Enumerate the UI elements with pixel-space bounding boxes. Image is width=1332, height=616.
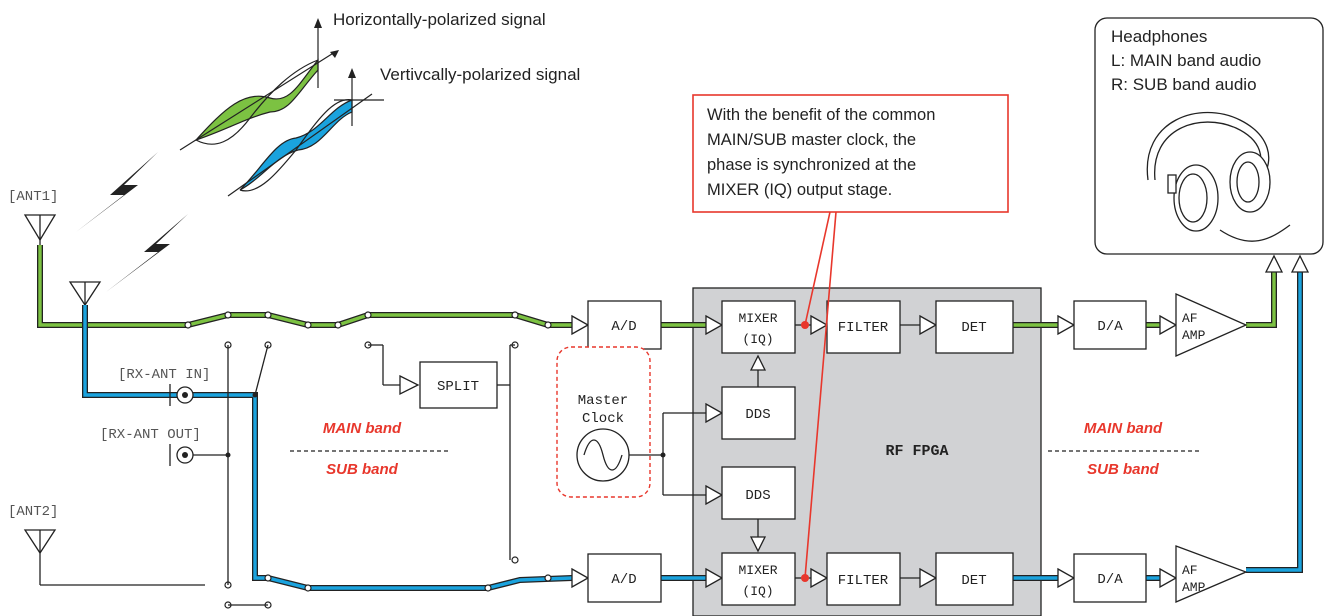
lightning-bolt-icon-2 [106,214,188,292]
rx-ant-out-connector-icon [169,444,228,466]
svg-text:(IQ): (IQ) [742,584,773,599]
svg-text:DET: DET [961,320,986,336]
split-block: SPLIT [399,361,498,409]
svg-text:FILTER: FILTER [838,320,889,336]
output-arrow-sub [1290,254,1310,273]
rx-ant-in-connector-icon [169,384,194,406]
svg-text:SPLIT: SPLIT [437,379,479,395]
switch-contacts [184,311,552,609]
dds-block-sub: DDS [705,466,796,520]
mixer-block-main: MIXER (IQ) [705,300,796,387]
horizontal-signal-label: Horizontally-polarized signal [333,10,546,29]
svg-text:R: SUB band audio: R: SUB band audio [1111,75,1257,94]
ant2-antenna-icon [23,529,205,586]
af-amp-main: AF AMP [1159,293,1248,357]
svg-text:DET: DET [961,573,986,589]
ad-block-main: A/D [571,300,662,350]
svg-text:MIXER: MIXER [738,563,777,578]
output-arrow-main [1264,254,1284,273]
ant1-antenna-icon [23,214,57,245]
rf-fpga-label: RF FPGA [885,443,948,460]
da-block-sub: D/A [1057,553,1147,603]
horizontal-polarized-wave [179,18,339,151]
svg-text:MIXER (IQ) output stage.: MIXER (IQ) output stage. [707,181,892,199]
switch-wires [227,344,515,606]
svg-text:phase is synchronized at the: phase is synchronized at the [707,156,916,174]
lightning-bolt-icon [76,152,158,232]
ant2-label: [ANT2] [8,504,58,520]
svg-text:AF: AF [1182,311,1198,326]
det-block-sub: DET [900,552,1014,606]
svg-text:(IQ): (IQ) [742,332,773,347]
det-block-main: DET [900,300,1014,354]
svg-text:DDS: DDS [745,407,770,423]
svg-text:With the benefit of the common: With the benefit of the common [707,106,935,124]
master-clock-block: Master Clock [556,346,706,498]
dds-block-main: DDS [705,386,796,440]
da-block-main: D/A [1057,300,1147,350]
svg-text:Master: Master [578,393,628,409]
headphones-icon [1146,111,1291,242]
vertical-signal-label: Vertivcally-polarized signal [380,65,580,84]
mixer-block-sub: MIXER (IQ) [705,518,796,606]
phase-sync-callout: With the benefit of the common MAIN/SUB … [692,94,1009,582]
sub-band-label-left: SUB band [326,461,399,478]
svg-text:AMP: AMP [1182,580,1206,595]
svg-text:A/D: A/D [611,319,636,335]
rx-ant-in-label: [RX-ANT IN] [118,367,210,383]
filter-block-sub: FILTER [795,552,901,606]
svg-text:D/A: D/A [1097,319,1123,335]
junction-dot [252,392,258,398]
svg-text:AF: AF [1182,563,1198,578]
main-band-label-right: MAIN band [1084,420,1163,437]
ad-block-sub: A/D [571,553,662,603]
sub-band-label-right: SUB band [1087,461,1160,478]
main-band-label-left: MAIN band [323,420,402,437]
ant1-label: [ANT1] [8,189,58,205]
svg-text:L: MAIN band audio: L: MAIN band audio [1111,51,1261,70]
svg-text:A/D: A/D [611,572,636,588]
svg-text:D/A: D/A [1097,572,1123,588]
af-amp-sub: AF AMP [1159,545,1248,603]
rx-ant-out-label: [RX-ANT OUT] [100,427,201,443]
svg-text:Clock: Clock [582,411,624,427]
svg-text:MAIN/SUB master clock, the: MAIN/SUB master clock, the [707,131,916,149]
svg-text:AMP: AMP [1182,328,1206,343]
filter-block-main: FILTER [795,300,901,354]
svg-text:Headphones: Headphones [1111,27,1207,46]
svg-text:DDS: DDS [745,488,770,504]
junction-dot-2 [225,452,231,458]
svg-text:MIXER: MIXER [738,311,777,326]
svg-text:FILTER: FILTER [838,573,889,589]
vertical-polarized-wave [227,68,384,197]
